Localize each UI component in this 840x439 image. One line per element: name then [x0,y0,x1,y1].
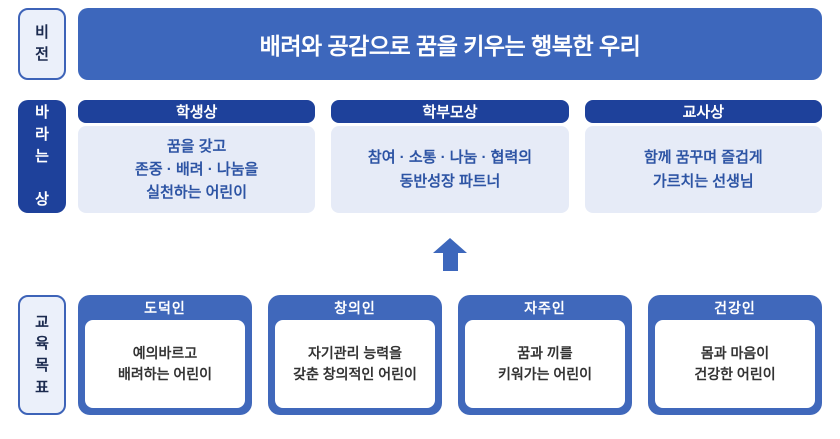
goals-row: 교육목표 도덕인 예의바르고 배려하는 어린이 창의인 자기관리 능력을 갖춘 … [18,295,822,415]
goal-header-independent: 자주인 [524,299,566,316]
arrow-up-icon [433,237,467,271]
goal-header-creative: 창의인 [334,299,376,316]
goals-side-label: 교육목표 [18,295,66,415]
vision-side-label: 비전 [18,8,66,80]
arrow-up-head [433,237,467,253]
goal-body-independent: 꿈과 끼를 키워가는 어린이 [465,320,625,408]
goal-header-healthy: 건강인 [714,299,756,316]
ideal-body-parent: 참여 · 소통 · 나눔 · 협력의 동반성장 파트너 [331,126,569,213]
vision-title: 배려와 공감으로 꿈을 키우는 행복한 우리 [259,33,641,59]
goal-body-moral: 예의바르고 배려하는 어린이 [85,320,245,408]
ideals-columns: 학생상 꿈을 갖고 존중 · 배려 · 나눔을 실천하는 어린이 학부모상 참여… [78,100,822,213]
goals-cards: 도덕인 예의바르고 배려하는 어린이 창의인 자기관리 능력을 갖춘 창의적인 … [78,295,822,415]
goal-card-healthy: 건강인 몸과 마음이 건강한 어린이 [648,295,822,415]
arrow-spacer [18,213,78,295]
vision-row: 비전 배려와 공감으로 꿈을 키우는 행복한 우리 [18,8,822,80]
ideal-header-student: 학생상 [78,100,316,123]
vision-banner: 배려와 공감으로 꿈을 키우는 행복한 우리 [78,8,822,80]
ideals-side-label: 바라는 상 [18,100,66,213]
ideal-header-teacher: 교사상 [584,100,822,123]
ideal-body-teacher: 함께 꿈꾸며 즐겁게 가르치는 선생님 [584,126,822,213]
ideal-column-parent: 학부모상 참여 · 소통 · 나눔 · 협력의 동반성장 파트너 [331,100,569,213]
ideals-row: 바라는 상 학생상 꿈을 갖고 존중 · 배려 · 나눔을 실천하는 어린이 학… [18,100,822,213]
goal-body-creative: 자기관리 능력을 갖춘 창의적인 어린이 [275,320,435,408]
arrow-row [18,213,822,295]
ideal-column-teacher: 교사상 함께 꿈꾸며 즐겁게 가르치는 선생님 [584,100,822,213]
goal-header-moral: 도덕인 [144,299,186,316]
goal-card-creative: 창의인 자기관리 능력을 갖춘 창의적인 어린이 [268,295,442,415]
goal-card-independent: 자주인 꿈과 끼를 키워가는 어린이 [458,295,632,415]
ideal-header-parent: 학부모상 [331,100,569,123]
goal-body-healthy: 몸과 마음이 건강한 어린이 [655,320,815,408]
ideal-body-student: 꿈을 갖고 존중 · 배려 · 나눔을 실천하는 어린이 [78,126,316,213]
goal-card-moral: 도덕인 예의바르고 배려하는 어린이 [78,295,252,415]
arrow-box [78,213,822,295]
arrow-up-shaft [442,252,458,271]
ideal-column-student: 학생상 꿈을 갖고 존중 · 배려 · 나눔을 실천하는 어린이 [78,100,316,213]
